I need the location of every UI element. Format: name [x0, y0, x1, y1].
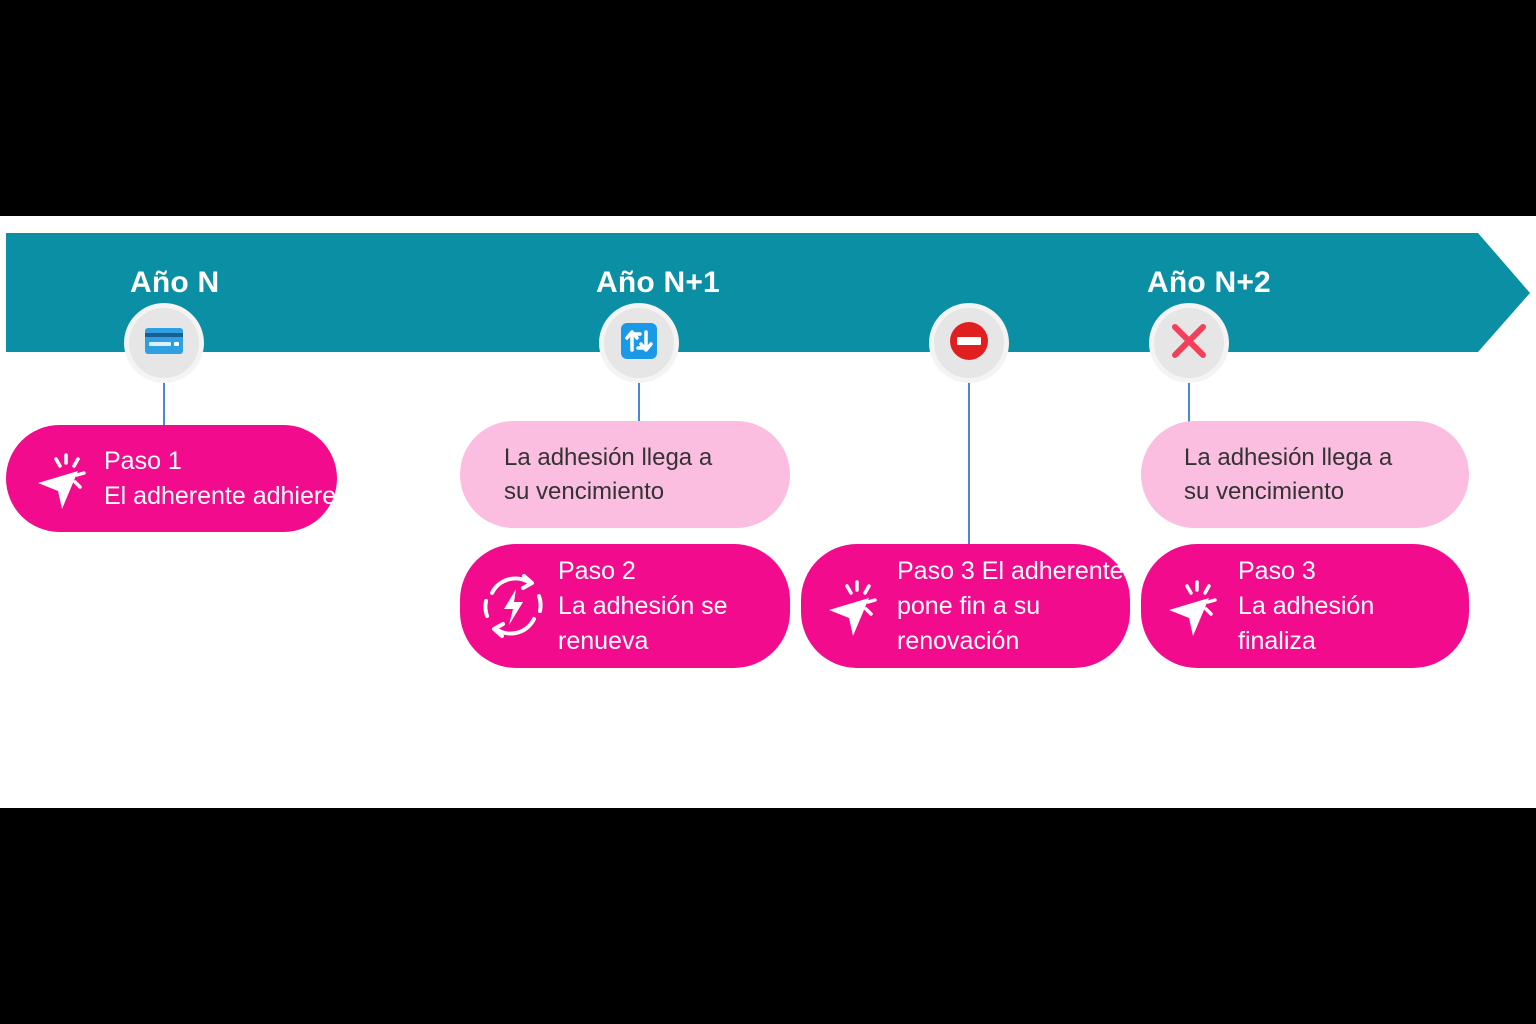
year-label-n1: Año N+1: [596, 266, 720, 299]
lightning-refresh-icon: [478, 571, 548, 641]
diagram-canvas: Año N Año N+1 Año N+2: [0, 216, 1536, 808]
credit-card-icon: [144, 327, 184, 360]
step-1-card: Paso 1 El adherente adhiere: [6, 425, 337, 532]
step-2-card: Paso 2 La adhesión se renueva: [460, 544, 790, 668]
timeline-arrow: [6, 233, 1530, 352]
year-label-n: Año N: [130, 266, 220, 299]
node-renew: [604, 308, 674, 378]
connector-4: [1188, 378, 1190, 422]
step-3a-desc-2: renovación: [897, 626, 1020, 655]
status-1-line2: su vencimiento: [504, 477, 665, 505]
step-3b-desc-1: La adhesión: [1238, 591, 1375, 620]
step-3-end-card: Paso 3 La adhesión finaliza: [1141, 544, 1469, 668]
step-1-title: Paso 1: [104, 446, 182, 475]
step-2-desc-1: La adhesión se: [558, 591, 728, 620]
status-card-2: La adhesión llega a su vencimiento: [1141, 421, 1469, 528]
step-3b-title: Paso 3: [1238, 556, 1316, 585]
node-no-entry: [934, 308, 1004, 378]
cross-mark-icon: [1169, 321, 1209, 366]
no-entry-icon: [949, 321, 989, 366]
cursor-click-icon: [1163, 576, 1223, 636]
step-3a-title: Paso 3 El adherente: [897, 556, 1124, 585]
step-2-title: Paso 2: [558, 556, 636, 585]
status-2-line1: La adhesión llega a: [1184, 443, 1393, 471]
step-3b-desc-2: finaliza: [1238, 626, 1316, 655]
year-label-n2: Año N+2: [1147, 266, 1271, 299]
status-2-line2: su vencimiento: [1184, 477, 1345, 505]
node-credit-card: [129, 308, 199, 378]
node-cross: [1154, 308, 1224, 378]
step-2-desc-2: renueva: [558, 626, 649, 655]
step-1-desc: El adherente adhiere: [104, 481, 337, 510]
cursor-click-icon: [32, 449, 92, 509]
renew-arrows-icon: [620, 322, 658, 365]
connector-2: [638, 378, 640, 424]
connector-1: [163, 378, 165, 428]
cursor-click-icon: [823, 576, 883, 636]
step-3a-desc-1: pone fin a su: [897, 591, 1041, 620]
connector-3: [968, 378, 970, 546]
status-1-line1: La adhesión llega a: [504, 443, 713, 471]
step-3-cancel-card: Paso 3 El adherente pone fin a su renova…: [801, 544, 1130, 668]
status-card-1: La adhesión llega a su vencimiento: [460, 421, 790, 528]
